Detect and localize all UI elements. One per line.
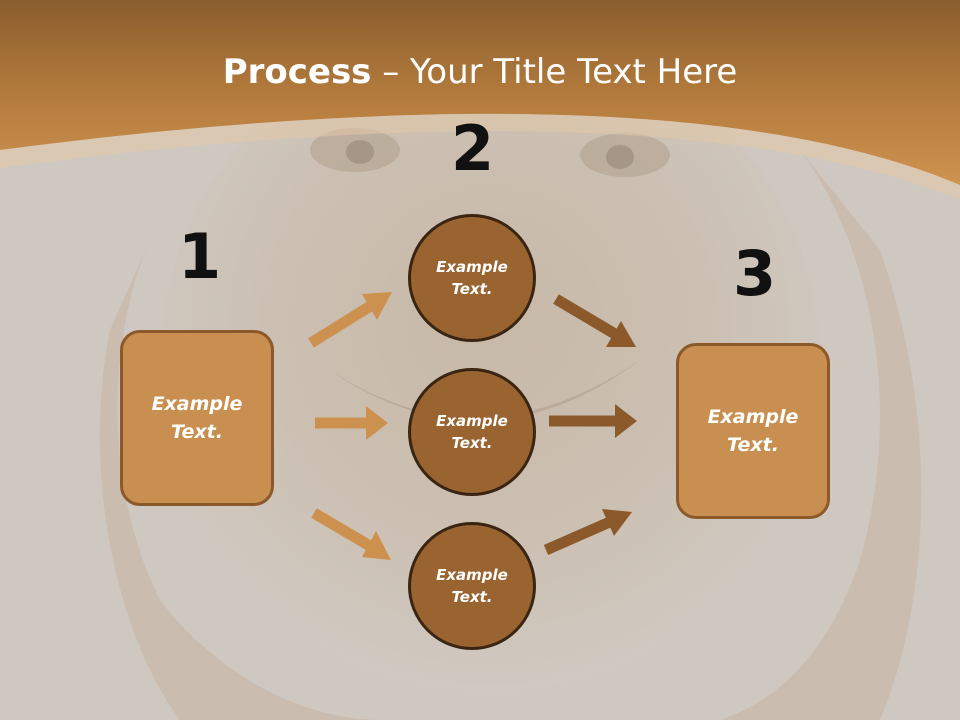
step-number-3: 3 <box>733 237 777 310</box>
step-2-circle-bottom: Example Text. <box>408 522 536 650</box>
arrow-circle-mid-to-box3 <box>549 404 637 438</box>
step-1-box-label: Example Text. <box>151 392 243 444</box>
title-rest: – Your Title Text Here <box>371 52 738 92</box>
title-bold: Process <box>222 52 372 92</box>
arrow-box1-to-circle-mid <box>315 406 388 440</box>
step-1-box: Example Text. <box>120 330 274 506</box>
step-number-1: 1 <box>178 220 222 293</box>
arrow-box1-to-circle-bottom <box>311 508 391 560</box>
step-3-box-label: Example Text. <box>707 405 799 457</box>
arrow-box1-to-circle-top <box>308 292 392 348</box>
arrow-circle-top-to-box3 <box>553 294 636 347</box>
slide-title: Process – Your Title Text Here <box>0 52 960 92</box>
step-2-circle-top: Example Text. <box>408 214 536 342</box>
circle-middle-label: Example Text. <box>436 411 508 453</box>
circle-top-label: Example Text. <box>436 257 508 299</box>
step-number-2: 2 <box>451 112 495 185</box>
step-3-box: Example Text. <box>676 343 830 519</box>
arrow-circle-bottom-to-box3 <box>543 509 632 556</box>
circle-bottom-label: Example Text. <box>436 565 508 607</box>
step-2-circle-middle: Example Text. <box>408 368 536 496</box>
